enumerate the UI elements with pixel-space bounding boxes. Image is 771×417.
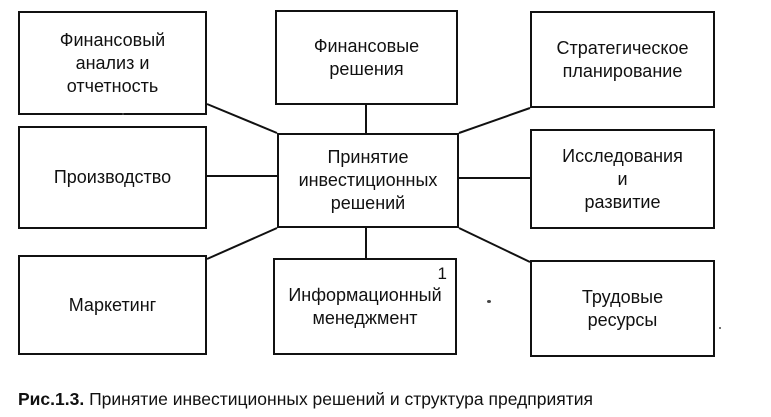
node-labor-resources: Трудовые ресурсы (530, 260, 715, 357)
figure-caption-text: Принятие инвестиционных решений и структ… (84, 389, 594, 409)
connector-strategic (458, 107, 531, 134)
node-labor-resources-label: Трудовые ресурсы (581, 286, 664, 330)
connector-marketing (206, 227, 278, 260)
scan-speck (719, 327, 721, 329)
connector-lines (206, 103, 531, 263)
node-strategic-planning-label: Стратегическое планирование (556, 37, 689, 81)
node-strategic-planning: Стратегическое планирование (530, 11, 715, 108)
node-financial-analysis-label: Финансовый анализ и отчетность (59, 29, 166, 96)
scan-speck (122, 113, 124, 115)
node-research-development-label: Исследования и развитие (562, 145, 683, 212)
node-information-management-label: Информационный менеджмент (288, 284, 442, 328)
node-financial-decisions-label: Финансовые решения (313, 35, 420, 79)
org-structure-diagram: Финансовый анализ и отчетность Финансовы… (18, 10, 721, 357)
figure-caption: Рис.1.3. Принятие инвестиционных решений… (18, 389, 593, 410)
connector-labor (458, 227, 531, 263)
node-information-management-index: 1 (437, 264, 447, 283)
node-financial-decisions: Финансовые решения (275, 10, 458, 105)
node-investment-decisions: Принятие инвестиционных решений (277, 133, 459, 228)
node-research-development: Исследования и развитие (530, 129, 715, 229)
scan-speck (487, 300, 491, 303)
node-production: Производство (18, 126, 207, 229)
node-information-management: 1 Информационный менеджмент (273, 258, 457, 355)
connector-fin-analysis (206, 103, 278, 134)
node-investment-decisions-label: Принятие инвестиционных решений (298, 147, 438, 213)
node-marketing-label: Маркетинг (68, 294, 157, 315)
node-financial-analysis: Финансовый анализ и отчетность (18, 11, 207, 115)
node-production-label: Производство (53, 167, 172, 187)
figure-caption-label: Рис.1.3. (18, 389, 85, 409)
node-marketing: Маркетинг (18, 255, 207, 355)
